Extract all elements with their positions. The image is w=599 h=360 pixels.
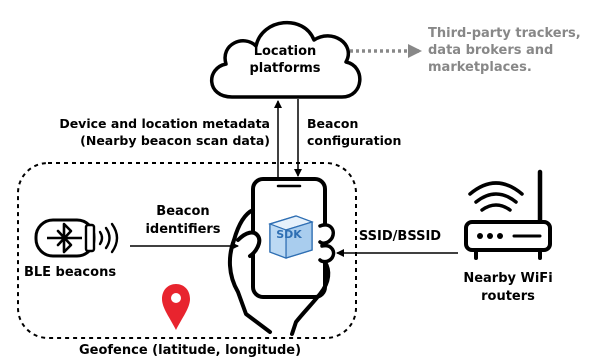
cloud-label-line1: Location	[254, 44, 317, 59]
wifi-router-icon	[464, 169, 552, 260]
download-label-line1: Beacon	[307, 116, 358, 131]
third-party-line1: Third-party trackers,	[428, 26, 581, 41]
router-label-line2: routers	[481, 289, 535, 304]
beacon-identifiers-line1: Beacon	[156, 204, 209, 219]
third-party-line2: data brokers and	[428, 43, 553, 58]
bluetooth-beacon-icon	[34, 218, 119, 258]
sdk-label: SDK	[276, 228, 302, 241]
cloud-icon	[209, 21, 362, 99]
ble-beacons-label: BLE beacons	[24, 265, 116, 280]
sdk-cube-icon	[268, 215, 314, 259]
ssid-bssid-label: SSID/BSSID	[359, 229, 441, 244]
router-label-line1: Nearby WiFi	[463, 271, 552, 286]
third-party-line3: marketplaces.	[428, 60, 532, 75]
location-pin-icon	[162, 284, 190, 330]
geofence-label: Geofence (latitude, longitude)	[79, 343, 301, 358]
beacon-identifiers-line2: identifiers	[145, 222, 220, 237]
upload-label-line2: (Nearby beacon scan data)	[80, 133, 270, 148]
hand-phone-icon	[227, 177, 336, 336]
download-label-line2: configuration	[307, 133, 401, 148]
cloud-label-line2: platforms	[249, 61, 320, 76]
geofence-region	[17, 162, 357, 339]
upload-label-line1: Device and location metadata	[59, 116, 270, 131]
